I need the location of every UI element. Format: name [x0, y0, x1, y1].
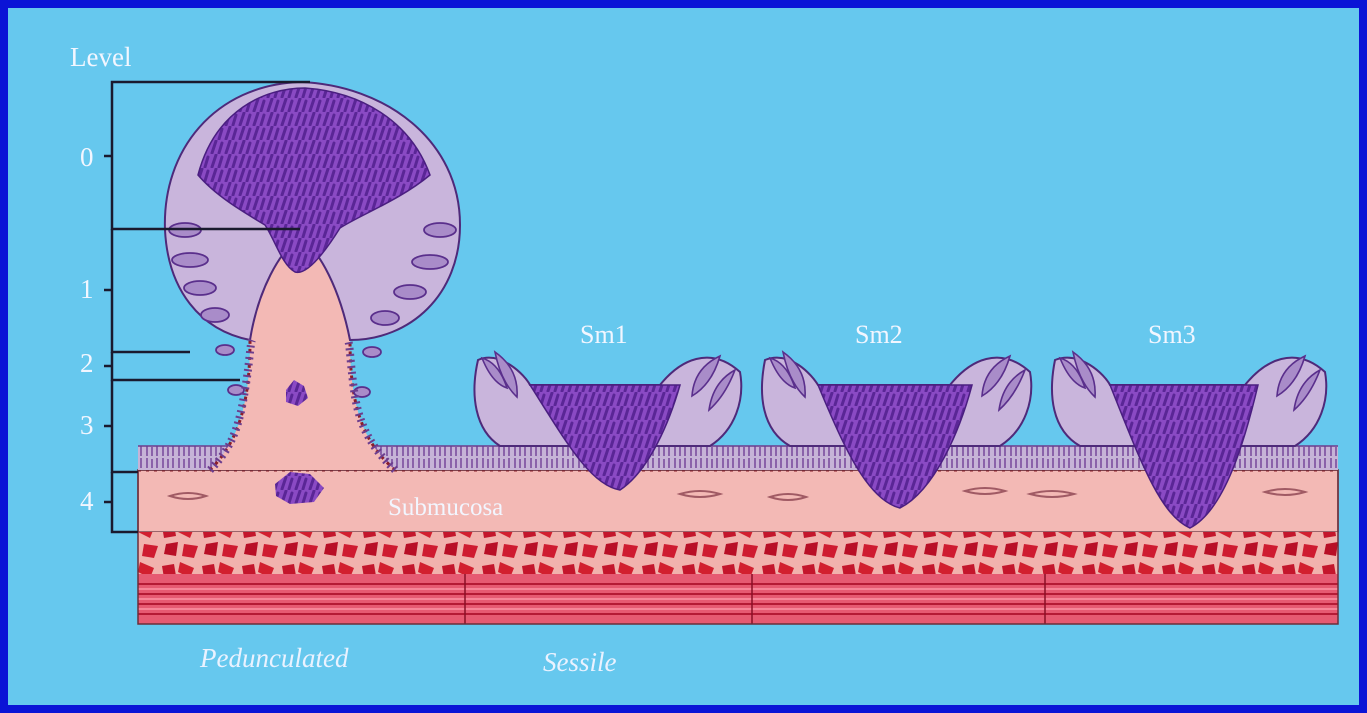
pedunculated-caption: Pedunculated: [199, 643, 349, 673]
pedunculated-polyp: [165, 82, 460, 504]
sm2-label: Sm2: [855, 320, 903, 349]
submucosa-label: Submucosa: [388, 494, 503, 521]
level-0-label: 0: [80, 142, 94, 172]
sm1-label: Sm1: [580, 320, 628, 349]
level-1-label: 1: [80, 274, 94, 304]
level-title: Level: [70, 42, 131, 72]
level-4-label: 4: [80, 486, 94, 516]
level-3-label: 3: [80, 410, 94, 440]
level-2-label: 2: [80, 348, 94, 378]
sessile-caption: Sessile: [543, 647, 617, 677]
sm3-label: Sm3: [1148, 320, 1196, 349]
